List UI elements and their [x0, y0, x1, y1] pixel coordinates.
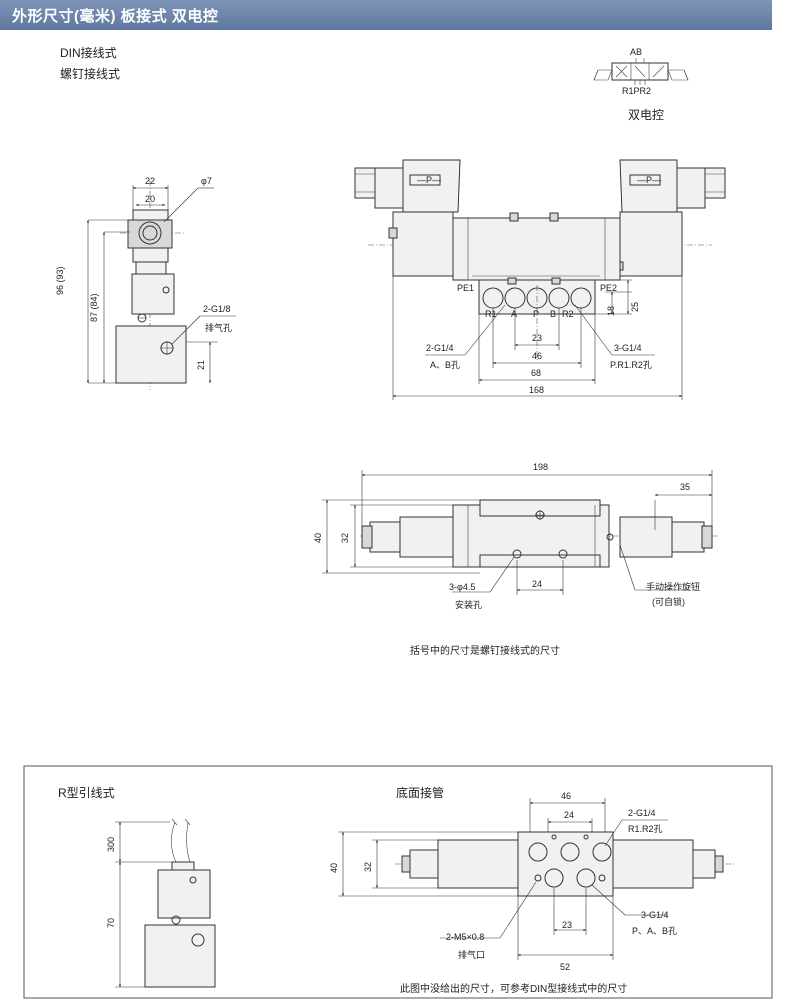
dim-52: 52 — [560, 962, 571, 972]
section-header: 外形尺寸(毫米) 板接式 双电控 — [0, 0, 772, 30]
callout-r-spec: 2-G1/4 — [628, 808, 656, 818]
front-view: —P— —P— — [354, 159, 726, 400]
callout-r-desc: R1.R2孔 — [628, 824, 663, 834]
svg-text:—P—: —P— — [417, 175, 441, 185]
r-type-view — [115, 818, 216, 988]
dim-35: 35 — [680, 482, 691, 492]
dim-23-b: 23 — [562, 920, 573, 930]
dim-40-b: 40 — [329, 862, 339, 873]
callout-mount-desc: 安装孔 — [455, 600, 483, 610]
callout-knob-desc: (可自锁) — [652, 597, 685, 607]
dim-22: 22 — [145, 176, 156, 186]
bottom-frame — [23, 765, 773, 999]
bottom-note: 此图中没给出的尺寸，可参考DIN型接线式中的尺寸 — [400, 984, 628, 995]
callout-ab-desc: A、B孔 — [430, 360, 461, 370]
callout-m5-spec: 2-M5×0.8 — [446, 932, 485, 942]
callout-pr-spec: 3-G1/4 — [614, 343, 642, 353]
dim-21: 21 — [196, 359, 206, 370]
port-pe2: PE2 — [600, 283, 618, 293]
callout-pab-spec: 3-G1/4 — [641, 910, 669, 920]
type-label-din: DIN接线式 — [60, 46, 117, 60]
dim-46-b: 46 — [561, 791, 572, 801]
dim-24: 24 — [532, 579, 543, 589]
port-b: B — [550, 309, 557, 319]
port-pe1: PE1 — [457, 283, 475, 293]
dim-68: 68 — [531, 368, 542, 378]
dim-168: 168 — [529, 385, 545, 395]
svg-text:—P—: —P— — [637, 175, 661, 185]
dim-96-93: 96 (93) — [55, 266, 65, 295]
callout-g18: 2-G1/8 — [203, 304, 231, 314]
dim-phi7: φ7 — [201, 176, 212, 186]
type-label-screw: 螺钉接线式 — [60, 67, 121, 81]
dim-300: 300 — [106, 836, 116, 852]
dim-46: 46 — [532, 351, 543, 361]
section-title: 外形尺寸(毫米) 板接式 双电控 — [12, 8, 219, 25]
callout-pr-desc: P.R1.R2孔 — [610, 360, 652, 370]
top-note: 括号中的尺寸是螺钉接线式的尺寸 — [410, 646, 560, 657]
callout-pab-desc: P、A、B孔 — [632, 926, 678, 936]
dim-24-b: 24 — [564, 810, 575, 820]
dim-40: 40 — [313, 532, 323, 543]
port-a: A — [511, 309, 518, 319]
callout-ab-spec: 2-G1/4 — [426, 343, 454, 353]
port-r2: R2 — [562, 309, 574, 319]
symbol-caption: 双电控 — [628, 108, 665, 122]
dim-70: 70 — [106, 917, 116, 928]
bottom-port-title: 底面接管 — [396, 786, 445, 800]
dim-23: 23 — [532, 333, 543, 343]
callout-m5-desc: 排气口 — [458, 950, 486, 960]
callout-mount-spec: 3-φ4.5 — [449, 582, 476, 592]
callout-knob-spec: 手动操作旋钮 — [646, 582, 701, 592]
callout-exhaust: 排气孔 — [205, 323, 233, 333]
dim-32-b: 32 — [363, 861, 373, 872]
valve-symbol — [593, 58, 689, 85]
dim-32: 32 — [340, 532, 350, 543]
dim-87-84: 87 (84) — [89, 293, 99, 322]
symbol-bottom-ports: R1PR2 — [622, 86, 652, 96]
bottom-port-view — [338, 798, 735, 960]
symbol-top-ports: AB — [630, 47, 643, 57]
dim-25: 25 — [630, 301, 640, 312]
dim-20: 20 — [145, 194, 156, 204]
plan-view — [322, 470, 720, 595]
r-type-title: R型引线式 — [58, 786, 115, 800]
dim-18: 18 — [606, 305, 616, 316]
port-r1: R1 — [485, 309, 497, 319]
port-p: P — [533, 309, 540, 319]
dim-198: 198 — [533, 462, 549, 472]
side-view — [86, 180, 236, 390]
